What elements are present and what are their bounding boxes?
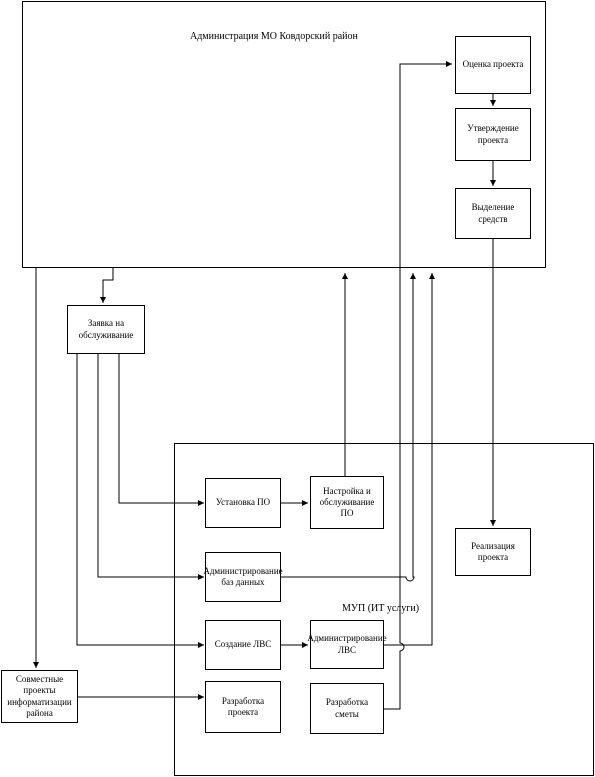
sw-setup-box: Настройка и обслуживание ПО xyxy=(310,476,384,529)
service-request-box: Заявка на обслуживание xyxy=(67,305,145,354)
mup-region-title: МУП (ИТ услуги) xyxy=(342,603,420,614)
mup-region-frame xyxy=(174,443,594,776)
project-eval-box: Оценка проекта xyxy=(455,36,531,94)
funds-allocation-box: Выделение средств xyxy=(455,188,531,239)
admin-region-title: Администрация МО Ковдорский район xyxy=(190,31,358,42)
joint-projects-box: Совместные проекты информатизации района xyxy=(1,670,78,723)
project-dev-box: Разработка проекта xyxy=(205,681,281,733)
arrow-request-to-dbadmin xyxy=(97,354,204,580)
arrow-request-to-install xyxy=(118,354,204,506)
admin-region-frame xyxy=(22,1,546,268)
arrow-lanadmin-to-admin xyxy=(384,273,435,646)
sw-install-box: Установка ПО xyxy=(205,478,281,528)
project-impl-box: Реализация проекта xyxy=(455,528,531,576)
arrow-dbadmin-to-admin xyxy=(281,273,416,582)
arrow-estimate-to-eval xyxy=(384,61,452,710)
project-approval-box: Утверждение проекта xyxy=(455,108,531,161)
arrow-admin-to-request xyxy=(100,268,114,303)
lan-create-box: Создание ЛВС xyxy=(205,620,281,670)
arrow-request-to-lan xyxy=(76,354,204,648)
lan-admin-box: Администрирование ЛВС xyxy=(307,620,387,669)
db-admin-box: Администрирование баз данных xyxy=(203,552,283,602)
estimate-dev-box: Разработка сметы xyxy=(310,683,384,734)
